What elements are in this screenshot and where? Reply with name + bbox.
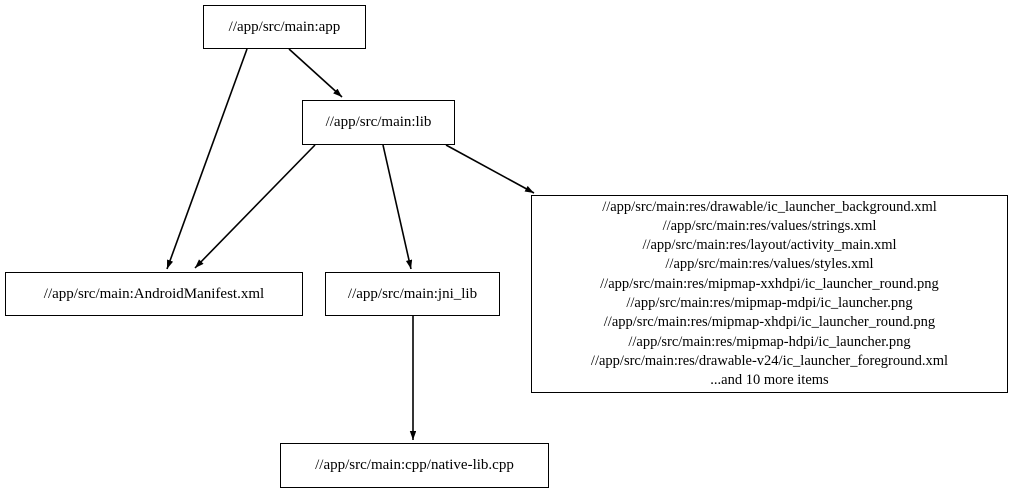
graph-node-lib-label: //app/src/main:lib xyxy=(325,114,432,130)
graph-node-jni-lib[interactable]: //app/src/main:jni_lib xyxy=(325,272,500,316)
edge-app-to-manifest xyxy=(166,48,248,270)
graph-node-app[interactable]: //app/src/main:app xyxy=(203,5,366,49)
graph-node-lib[interactable]: //app/src/main:lib xyxy=(302,100,455,145)
graph-node-native-lib-cpp-label: //app/src/main:cpp/native-lib.cpp xyxy=(315,457,514,473)
graph-node-jni-lib-label: //app/src/main:jni_lib xyxy=(347,285,478,302)
graph-node-native-lib-cpp[interactable]: //app/src/main:cpp/native-lib.cpp xyxy=(280,443,549,488)
edge-lib-to-res xyxy=(445,144,535,194)
edge-lib-to-manifest xyxy=(194,144,316,269)
graph-node-resources[interactable]: //app/src/main:res/drawable/ic_launcher_… xyxy=(531,195,1008,393)
edge-lib-to-jni xyxy=(382,144,413,270)
graph-node-android-manifest-label: //app/src/main:AndroidManifest.xml xyxy=(43,285,265,302)
graph-node-android-manifest[interactable]: //app/src/main:AndroidManifest.xml xyxy=(5,272,303,316)
graph-node-app-label: //app/src/main:app xyxy=(228,18,341,35)
edge-app-to-lib xyxy=(288,48,343,98)
graph-node-resources-label: //app/src/main:res/drawable/ic_launcher_… xyxy=(590,198,949,389)
